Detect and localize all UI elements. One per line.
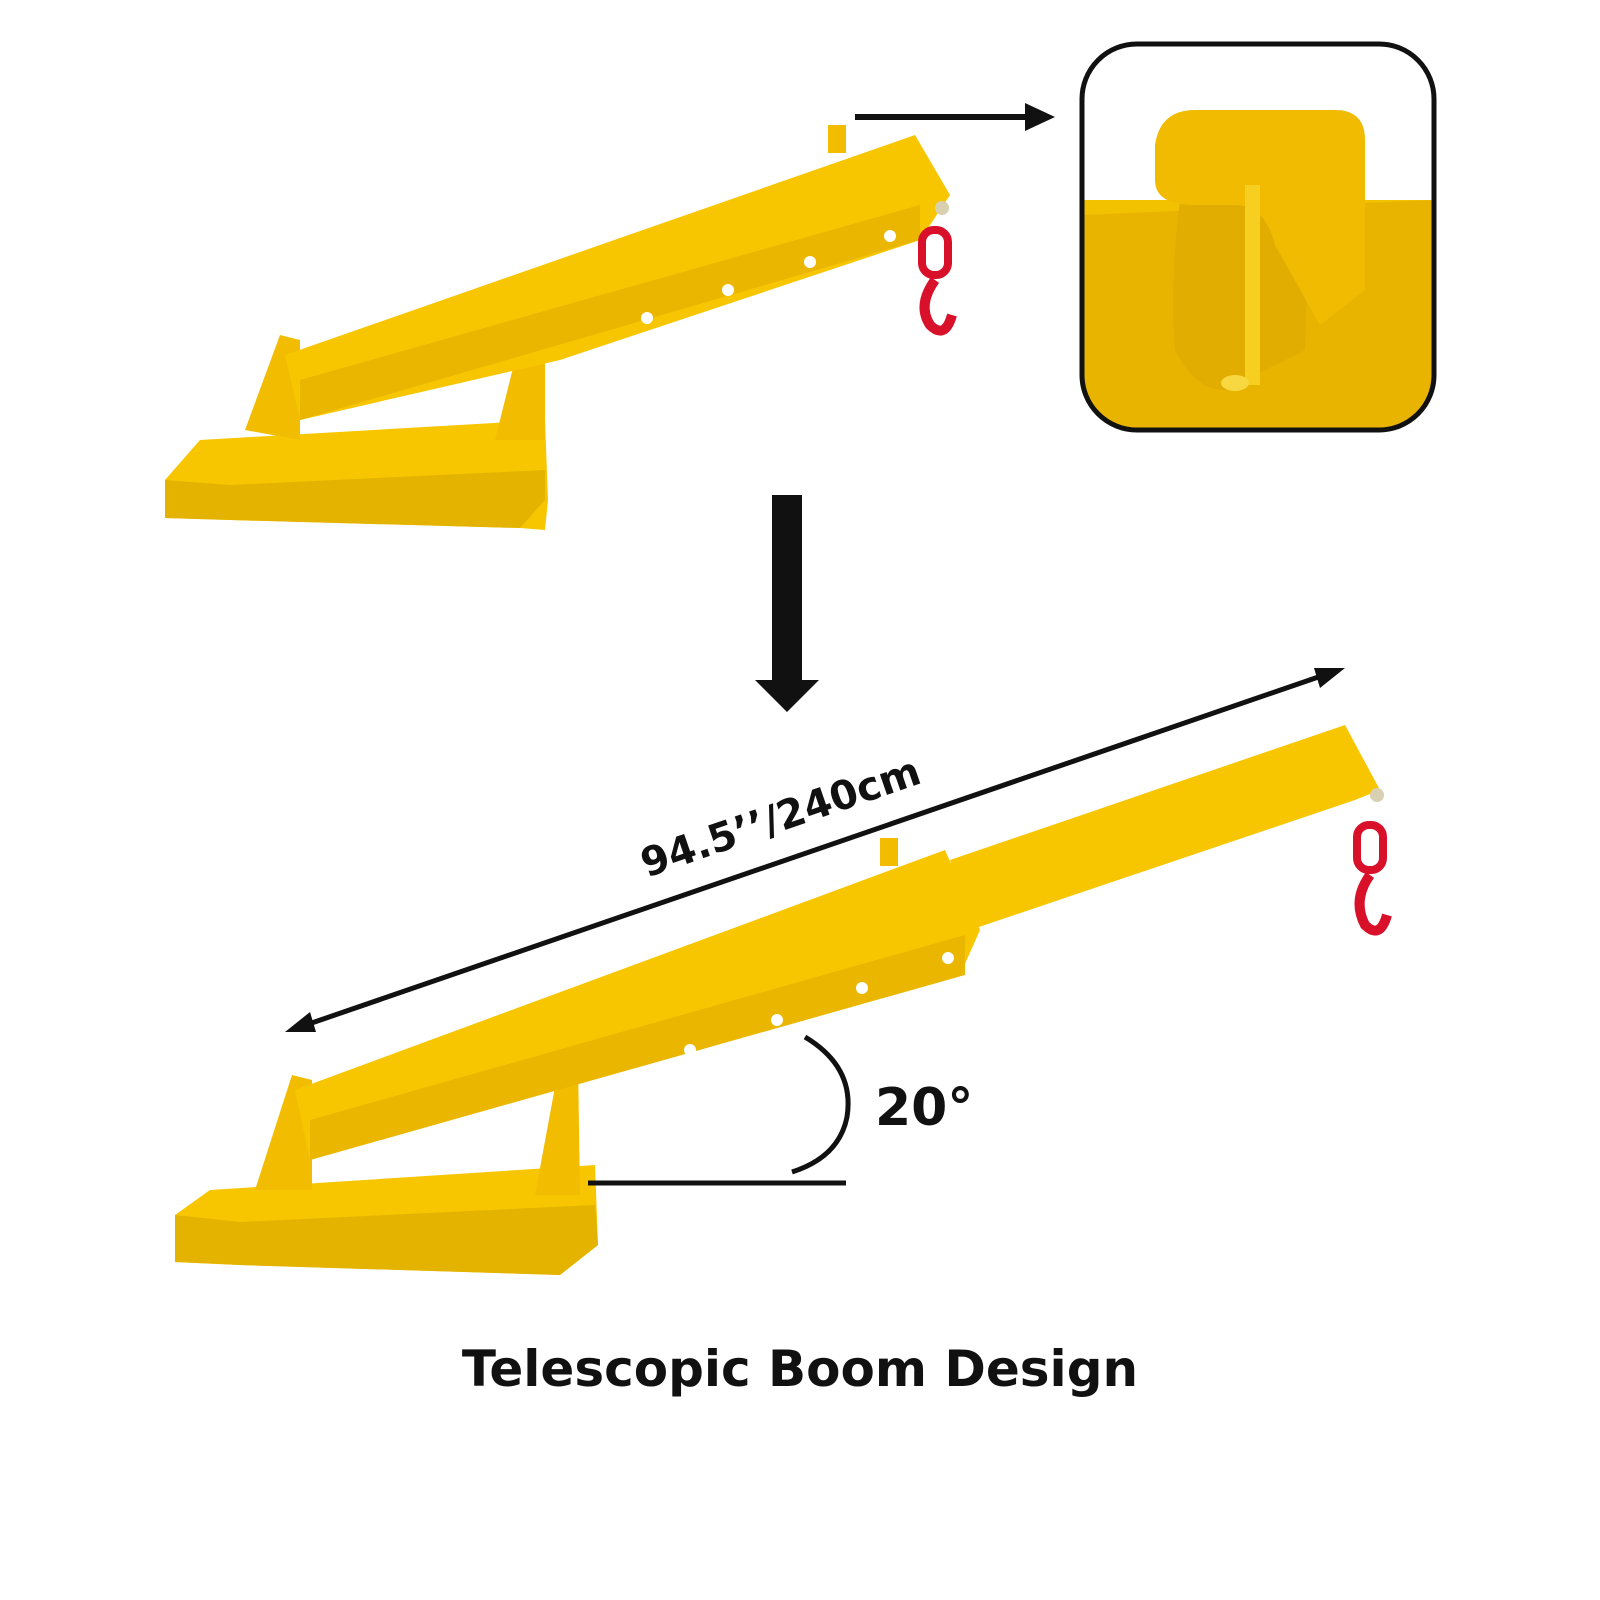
pin-holes: [641, 230, 896, 324]
latch: [880, 838, 898, 866]
retracted-boom: [165, 125, 957, 530]
hook-icon: [1353, 788, 1392, 936]
hook-icon: [918, 201, 957, 336]
inner-boom: [950, 725, 1380, 930]
front-support: [535, 1060, 580, 1195]
outer-boom-side: [310, 935, 965, 1160]
base-frame-shadow: [165, 470, 545, 528]
latch-detail-inset: [1079, 41, 1437, 433]
length-label: 94.5’’/240cm: [635, 748, 927, 887]
boom-beam-side: [300, 205, 920, 420]
angle-indicator: [588, 1034, 851, 1186]
latch: [828, 125, 846, 153]
rear-support: [245, 335, 300, 440]
extended-boom: [175, 725, 1392, 1275]
base-frame-shadow: [175, 1205, 598, 1275]
arrow-down-icon: [755, 495, 819, 712]
length-dimension-arrow: [285, 668, 1345, 1032]
angle-label: 20°: [875, 1078, 973, 1138]
rear-support: [255, 1075, 312, 1190]
caption-title: Telescopic Boom Design: [461, 1340, 1139, 1398]
pin-holes: [684, 952, 954, 1056]
arrow-right-icon: [855, 103, 1055, 131]
